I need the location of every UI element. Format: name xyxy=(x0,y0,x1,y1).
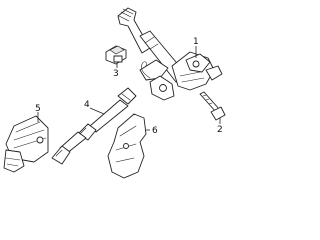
callout-3: 3 xyxy=(113,69,119,79)
part-cover-panel xyxy=(107,113,147,179)
callout-6: 6 xyxy=(152,126,158,136)
part-intermediate-shaft xyxy=(51,87,137,165)
steering-column-parts-diagram: 1 2 3 4 5 6 xyxy=(3,7,226,179)
part-connector-clip xyxy=(105,45,127,65)
part-dust-boot xyxy=(3,115,49,173)
part-steering-column xyxy=(117,7,223,101)
part-bolt xyxy=(199,91,226,121)
callout-4: 4 xyxy=(84,100,90,110)
callout-2: 2 xyxy=(217,125,223,135)
callout-5: 5 xyxy=(35,104,41,114)
callout-leaders xyxy=(37,46,221,131)
callout-1: 1 xyxy=(193,37,199,47)
